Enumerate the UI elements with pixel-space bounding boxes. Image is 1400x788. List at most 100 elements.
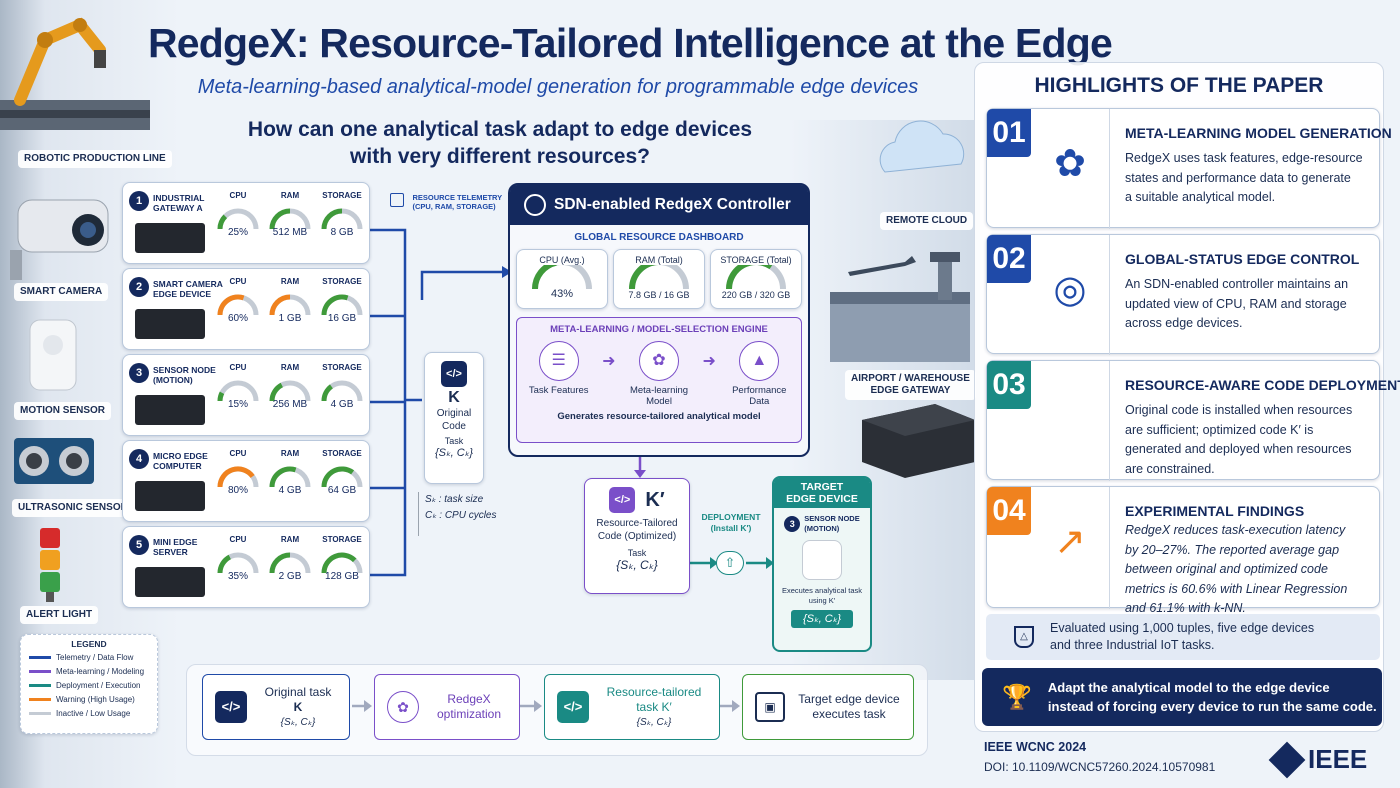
banner-line-2: instead of forcing every device to run t… xyxy=(1047,699,1377,714)
highlight-item: 01 ✿ META-LEARNING MODEL GENERATION Redg… xyxy=(986,108,1392,229)
ieee-logo[interactable]: IEEE xyxy=(1268,741,1367,778)
metric-label-cpu: CPU xyxy=(229,277,247,286)
flask-icon: △ xyxy=(1014,626,1034,648)
legend-title: LEGEND xyxy=(71,639,107,649)
notation-sk: Sₖ : task size xyxy=(425,494,484,505)
engine-title: META-LEARNING / MODEL-SELECTION ENGINE xyxy=(550,324,768,335)
legend-label: Inactive / Low Usage xyxy=(56,709,131,718)
original-code-label-1: Original xyxy=(436,408,472,419)
highlight-number: 01 xyxy=(987,109,1031,157)
storage-total-gauge-fill xyxy=(726,259,773,290)
device-card[interactable]: 3 SENSOR NODE (MOTION) CPU 15% RAM 256 M… xyxy=(122,354,370,436)
code-icon: </> xyxy=(215,691,247,723)
motion-sensor-label: MOTION SENSOR xyxy=(14,402,112,420)
cpu-gauge-fill xyxy=(217,294,245,315)
ultrasonic-sensor-icon xyxy=(14,438,94,484)
device-name: SMART CAMERA EDGE DEVICE xyxy=(153,279,233,299)
doi-label: DOI: 10.1109/WCNC57260.2024.10570981 xyxy=(984,760,1216,774)
device-name-line-1: INDUSTRIAL xyxy=(153,193,205,203)
device-card[interactable]: 2 SMART CAMERA EDGE DEVICE CPU 60% RAM 1… xyxy=(122,268,370,350)
robot-arm-icon xyxy=(0,17,150,130)
code-icon: </> xyxy=(609,487,636,513)
device-name: MINI EDGE SERVER xyxy=(153,537,233,557)
original-code-card[interactable]: </> K Original Code Task {Sₖ, Cₖ} xyxy=(424,352,484,484)
device-card[interactable]: 1 INDUSTRIAL GATEWAY A CPU 25% RAM 512 M… xyxy=(122,182,370,264)
original-task-tuple: {Sₖ, Cₖ} xyxy=(434,447,474,459)
device-hardware-icon xyxy=(135,223,205,253)
evaluation-line-1: Evaluated using 1,000 tuples, five edge … xyxy=(1050,621,1315,635)
metric-label-ram: RAM xyxy=(280,363,300,372)
device-number: 1 xyxy=(129,191,149,211)
legend-swatch xyxy=(29,656,51,660)
device-name-line-2: EDGE DEVICE xyxy=(153,289,212,299)
metric-label-ram: RAM xyxy=(280,277,300,286)
storage-gauge-fill xyxy=(321,294,349,315)
legend-label: Deployment / Execution xyxy=(56,681,141,690)
cpu-value: 80% xyxy=(227,485,248,496)
flow-step1-tuple: {Sₖ, Cₖ} xyxy=(280,716,316,728)
question-line-1: How can one analytical task adapt to edg… xyxy=(247,118,753,141)
motion-sensor-icon xyxy=(29,319,77,391)
flow-step-original[interactable]: </> Original task K {Sₖ, Cₖ} xyxy=(202,674,350,740)
storage-gauge-fill xyxy=(321,208,343,229)
device-card[interactable]: 4 MICRO EDGE COMPUTER CPU 80% RAM 4 GB S… xyxy=(122,440,370,522)
cpu-gauge-fill xyxy=(217,214,228,229)
storage-total-label: STORAGE (Total) xyxy=(720,255,792,265)
highlight-body-line: are sufficient; optimized code K′ is xyxy=(1125,422,1314,437)
ram-gauge xyxy=(269,466,311,487)
target-caption-line-2: using K′ xyxy=(808,596,836,605)
flow-step-execute[interactable]: ▣ Target edge device executes task xyxy=(742,674,914,740)
flow-step-optimization[interactable]: ✿ RedgeX optimization xyxy=(374,674,520,740)
metric-label-storage: STORAGE xyxy=(322,535,362,544)
legend-item: Meta-learning / Modeling xyxy=(29,667,149,677)
tailored-task-label: Task xyxy=(627,548,647,558)
bar-chart-icon xyxy=(390,193,404,207)
metric-label-cpu: CPU xyxy=(229,191,247,200)
target-title: TARGET EDGE DEVICE xyxy=(774,478,870,508)
target-device-panel[interactable]: TARGET EDGE DEVICE 3 SENSOR NODE (MOTION… xyxy=(772,476,872,652)
meta-learning-engine: META-LEARNING / MODEL-SELECTION ENGINE ☰… xyxy=(516,317,802,443)
legend-item: Warning (High Usage) xyxy=(29,695,149,705)
research-question: How can one analytical task adapt to edg… xyxy=(190,116,810,170)
flow-step-tailored[interactable]: </> Resource-tailored task K′ {Sₖ, Cₖ} xyxy=(544,674,720,740)
device-card[interactable]: 5 MINI EDGE SERVER CPU 35% RAM 2 GB STOR… xyxy=(122,526,370,608)
original-task-label: Task xyxy=(444,436,464,446)
airplane-icon xyxy=(848,256,916,276)
telemetry-line-1: RESOURCE TELEMETRY xyxy=(412,193,503,202)
tailored-code-letter: K′ xyxy=(645,488,665,511)
original-code-label-2: Code xyxy=(442,421,466,432)
target-caption: Executes analytical task using K′ xyxy=(774,586,870,606)
metric-label-ram: RAM xyxy=(280,449,300,458)
globe-network-icon: ◎ xyxy=(1053,269,1087,311)
controller-header: SDN-enabled RedgeX Controller xyxy=(510,185,808,225)
highlight-item: 02 ◎ GLOBAL-STATUS EDGE CONTROL An SDN-e… xyxy=(986,234,1380,355)
tailored-code-card[interactable]: </> K′ Resource-Tailored Code (Optimized… xyxy=(584,478,690,594)
storage-gauge-fill xyxy=(321,466,355,487)
ram-total-value: 7.8 GB / 16 GB xyxy=(628,290,690,300)
highlight-body-line: RedgeX reduces task-execution latency xyxy=(1125,523,1346,537)
trophy-icon: 🏆 xyxy=(1002,683,1032,711)
alert-light-icon xyxy=(40,528,60,602)
legend-label: Meta-learning / Modeling xyxy=(56,667,145,676)
evaluation-line-2: and three Industrial IoT tasks. xyxy=(1050,638,1215,652)
device-hardware-icon xyxy=(135,567,205,597)
target-device-number: 3 xyxy=(784,516,801,532)
ram-gauge xyxy=(269,380,311,401)
ram-gauge xyxy=(269,294,311,315)
ram-gauge-fill xyxy=(269,466,297,487)
engine-input-3-label-2: Data xyxy=(749,396,770,407)
highlights-heading: HIGHLIGHTS OF THE PAPER xyxy=(1034,74,1324,97)
target-name-line-2: (MOTION) xyxy=(804,524,840,533)
telemetry-connectors xyxy=(370,228,508,577)
banner-line-1: Adapt the analytical model to the edge d… xyxy=(1047,680,1330,695)
highlight-body-line: states and performance data to generate xyxy=(1125,170,1351,185)
highlight-body-line: updated view of CPU, RAM and storage xyxy=(1125,296,1347,311)
controller-panel: SDN-enabled RedgeX Controller GLOBAL RES… xyxy=(508,183,810,457)
flow-step4-line-1: Target edge device xyxy=(798,692,900,706)
metric-label-ram: RAM xyxy=(280,535,300,544)
legend-swatch xyxy=(29,698,51,702)
legend-swatch xyxy=(29,684,51,688)
cpu-gauge xyxy=(217,294,259,315)
